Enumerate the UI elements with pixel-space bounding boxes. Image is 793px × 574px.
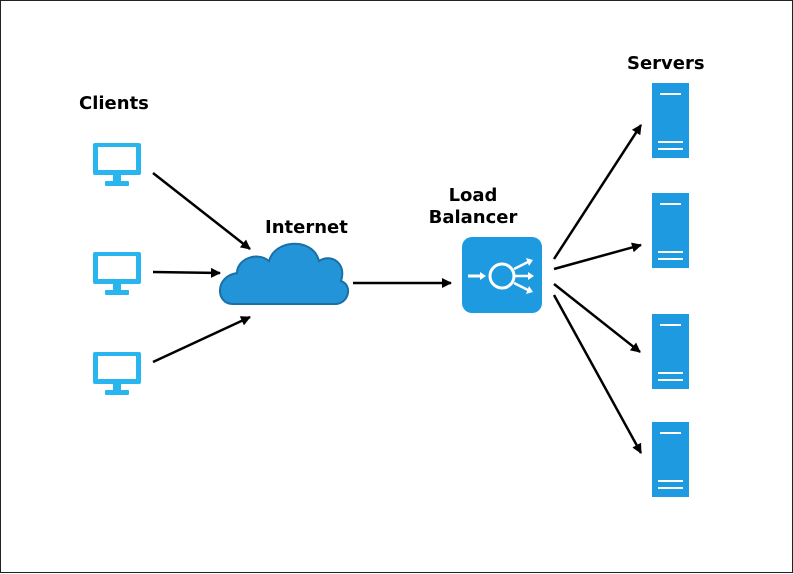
server-3-icon bbox=[652, 314, 689, 389]
arrow-load-balancer-to-server-2 bbox=[553, 242, 642, 271]
server-1-icon bbox=[652, 83, 689, 158]
load-balancer-label-line2: Balancer bbox=[428, 207, 518, 228]
arrow-load-balancer-to-server-3 bbox=[553, 283, 641, 353]
arrow-load-balancer-to-server-1 bbox=[552, 124, 643, 260]
server-4-icon bbox=[652, 422, 689, 497]
client-1-monitor-icon bbox=[93, 143, 141, 186]
load-balancer-icon bbox=[462, 237, 542, 313]
server-2-icon bbox=[652, 193, 689, 268]
client-3-monitor-icon bbox=[93, 352, 141, 395]
servers-label: Servers bbox=[627, 53, 705, 74]
load-balancer-label-line1: Load bbox=[448, 185, 498, 206]
load-balancer-label: Load Balancer bbox=[421, 185, 525, 229]
arrow-client-1-to-internet bbox=[152, 172, 251, 250]
internet-label: Internet bbox=[265, 217, 348, 238]
arrow-client-3-to-internet bbox=[152, 315, 251, 364]
arrow-client-2-to-internet bbox=[152, 267, 221, 278]
clients-label: Clients bbox=[79, 93, 149, 114]
client-2-monitor-icon bbox=[93, 252, 141, 295]
internet-cloud-icon bbox=[219, 242, 350, 305]
arrow-load-balancer-to-server-4 bbox=[552, 294, 643, 454]
